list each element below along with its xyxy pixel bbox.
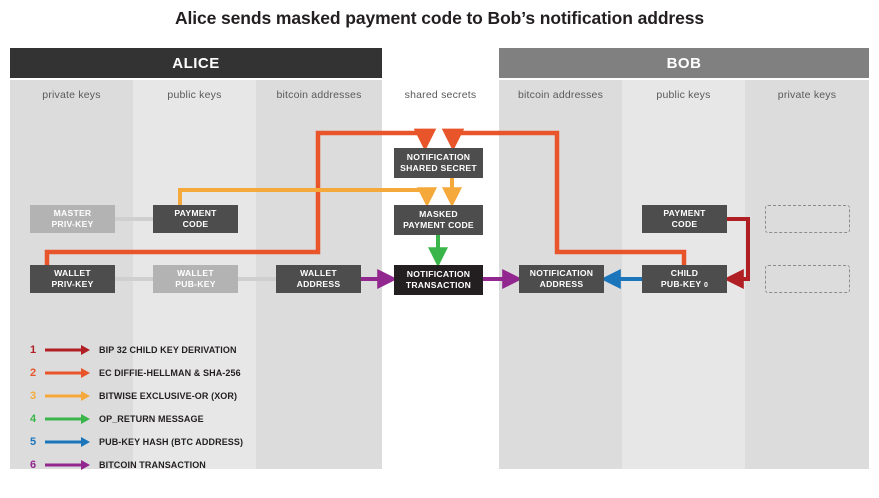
legend-number: 3 <box>30 389 37 402</box>
node-bob-private-key-placeholder-1 <box>765 205 850 233</box>
party-header-bob: BOB <box>499 48 869 78</box>
column-caption-shared-secrets: shared secrets <box>404 89 477 101</box>
legend-arrow-icon <box>43 366 91 380</box>
node-label-line2: PAYMENT CODE <box>403 220 474 230</box>
node-alice-wallet-pub-key[interactable]: WALLET PUB-KEY <box>153 265 238 293</box>
node-label-line1: PAYMENT <box>663 208 706 218</box>
node-alice-wallet-address[interactable]: WALLET ADDRESS <box>276 265 361 293</box>
party-header-bob-label: BOB <box>666 54 702 72</box>
node-label-line1: MASTER <box>53 208 92 218</box>
node-alice-payment-code[interactable]: PAYMENT CODE <box>153 205 238 233</box>
legend: 1 BIP 32 CHILD KEY DERIVATION 2 EC DIFFI… <box>30 338 320 476</box>
legend-arrow-icon <box>43 458 91 472</box>
node-label-line2: PRIV-KEY <box>51 219 94 229</box>
node-label-line2: SHARED SECRET <box>400 163 477 173</box>
legend-arrow-icon <box>43 435 91 449</box>
node-label-index: 0 <box>703 281 709 289</box>
legend-arrow-icon <box>43 389 91 403</box>
node-bob-private-key-placeholder-2 <box>765 265 850 293</box>
legend-item-1: 1 BIP 32 CHILD KEY DERIVATION <box>30 338 320 361</box>
node-label-line1: CHILD <box>670 267 699 278</box>
legend-number: 2 <box>30 366 37 379</box>
legend-number: 5 <box>30 435 37 448</box>
node-label-line2: PUB-KEY 0 <box>660 278 709 289</box>
legend-label: BIP 32 CHILD KEY DERIVATION <box>99 344 237 355</box>
node-label-line2: CODE <box>182 219 209 229</box>
node-label-line2: ADDRESS <box>539 279 584 289</box>
node-label-line1: WALLET <box>54 268 91 278</box>
node-bob-payment-code[interactable]: PAYMENT CODE <box>642 205 727 233</box>
node-label-line2: CODE <box>671 219 698 229</box>
legend-arrow-icon <box>43 343 91 357</box>
node-label-line2: PUB-KEY <box>175 279 216 289</box>
party-header-alice: ALICE <box>10 48 382 78</box>
legend-item-6: 6 BITCOIN TRANSACTION <box>30 453 320 476</box>
legend-label: BITCOIN TRANSACTION <box>99 459 206 470</box>
column-caption-bob-private-keys: private keys <box>777 89 837 101</box>
legend-number: 4 <box>30 412 37 425</box>
node-notification-transaction[interactable]: NOTIFICATION TRANSACTION <box>394 265 483 295</box>
node-label-line1: NOTIFICATION <box>406 269 471 279</box>
node-label-line2: PRIV-KEY <box>51 279 94 289</box>
column-caption-alice-public-keys: public keys <box>167 89 222 101</box>
node-bob-notification-address[interactable]: NOTIFICATION ADDRESS <box>519 265 604 293</box>
legend-label: OP_RETURN MESSAGE <box>99 413 204 424</box>
node-label-line2: TRANSACTION <box>405 280 472 290</box>
legend-number: 1 <box>30 343 37 356</box>
column-caption-alice-bitcoin-addresses: bitcoin addresses <box>276 89 362 101</box>
node-label-line1: WALLET <box>177 268 214 278</box>
legend-label: PUB-KEY HASH (BTC ADDRESS) <box>99 436 244 447</box>
column-caption-bob-bitcoin-addresses: bitcoin addresses <box>517 89 604 101</box>
node-label-line1: PAYMENT <box>174 208 217 218</box>
column-caption-alice-private-keys: private keys <box>42 89 101 101</box>
node-alice-master-priv-key[interactable]: MASTER PRIV-KEY <box>30 205 115 233</box>
node-label-line1: NOTIFICATION <box>406 152 471 162</box>
node-notification-shared-secret[interactable]: NOTIFICATION SHARED SECRET <box>394 148 483 178</box>
column-caption-bob-public-keys: public keys <box>656 89 711 101</box>
legend-label: EC DIFFIE-HELLMAN & SHA-256 <box>99 367 241 378</box>
node-label-line1: MASKED <box>419 209 458 219</box>
node-label-line1: WALLET <box>300 268 337 278</box>
legend-label: BITWISE EXCLUSIVE-OR (XOR) <box>99 390 238 401</box>
node-alice-wallet-priv-key[interactable]: WALLET PRIV-KEY <box>30 265 115 293</box>
node-bob-child-pub-key[interactable]: CHILD PUB-KEY 0 <box>642 265 727 293</box>
legend-number: 6 <box>30 458 37 471</box>
legend-item-2: 2 EC DIFFIE-HELLMAN & SHA-256 <box>30 361 320 384</box>
legend-item-5: 5 PUB-KEY HASH (BTC ADDRESS) <box>30 430 320 453</box>
node-masked-payment-code[interactable]: MASKED PAYMENT CODE <box>394 205 483 235</box>
party-header-alice-label: ALICE <box>172 54 220 72</box>
legend-item-3: 3 BITWISE EXCLUSIVE-OR (XOR) <box>30 384 320 407</box>
page-title: Alice sends masked payment code to Bob’s… <box>174 8 705 28</box>
node-label-line2: ADDRESS <box>296 279 341 289</box>
legend-arrow-icon <box>43 412 91 426</box>
node-label-line1: NOTIFICATION <box>529 268 594 278</box>
legend-item-4: 4 OP_RETURN MESSAGE <box>30 407 320 430</box>
